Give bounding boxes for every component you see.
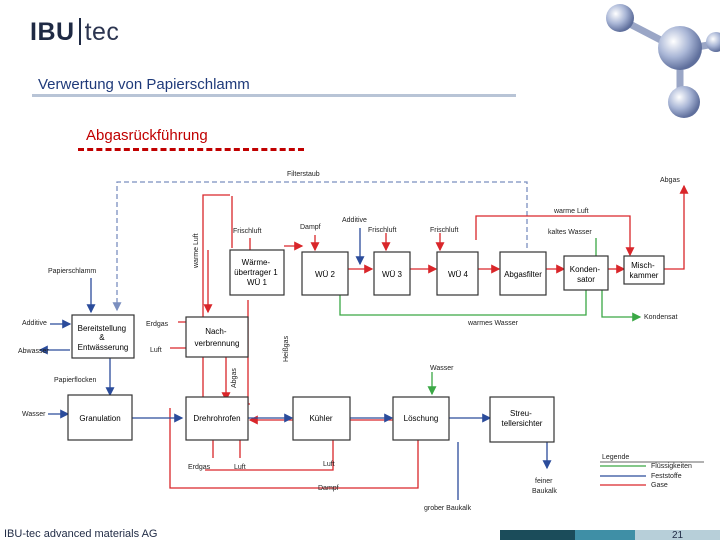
footer-bar-light <box>635 530 720 540</box>
box-drehrohrofen: Drehrohrofen <box>193 414 240 423</box>
box-nachverbrennung: Nach- verbrennung <box>195 327 240 348</box>
logo-text-tec: tec <box>84 18 120 46</box>
solid-lines <box>38 228 552 500</box>
footer-bar-mid <box>575 530 635 540</box>
box-wue3: WÜ 3 <box>382 270 403 279</box>
label-frischluft-3: Frischluft <box>430 227 458 234</box>
box-kondensator: Konden- sator <box>570 265 602 284</box>
label-erdgas-bottom: Erdgas <box>188 464 211 471</box>
slide-subtitle: Abgasrückführung <box>86 127 208 144</box>
molecule-decoration-icon <box>606 4 720 118</box>
box-waermeuebertrager: Wärme- übertrager 1 WÜ 1 <box>234 258 280 287</box>
label-kondensat: Kondensat <box>644 314 678 321</box>
legend-item-solid: Feststoffe <box>651 473 682 480</box>
footer-company: IBU-tec advanced materials AG <box>4 528 158 540</box>
box-bereitstellung: Bereitstellung & Entwässerung <box>78 324 129 352</box>
box-mischkammer: Misch- kammer <box>630 261 659 280</box>
legend-item-fluid: Flüssigkeiten <box>651 463 692 470</box>
label-frischluft-2: Frischluft <box>368 227 396 234</box>
label-erdgas-top: Erdgas <box>146 321 169 328</box>
company-logo: IBU tec <box>30 18 119 47</box>
box-wue4: WÜ 4 <box>448 270 469 279</box>
box-streutellersichter: Streu- tellersichter <box>502 409 543 428</box>
label-luft-mid: Luft <box>150 347 162 354</box>
fluid-lines <box>339 238 642 396</box>
label-abwasser: Abwasser <box>18 348 49 355</box>
label-kaltes-wasser: kaltes Wasser <box>548 229 592 236</box>
label-feiner-baukalk: feiner Baukalk <box>532 478 557 495</box>
page-number: 21 <box>671 530 684 541</box>
box-loeschung: Löschung <box>404 414 439 423</box>
label-warme-luft-vertical: warme Luft <box>193 233 200 269</box>
label-wasser-mid: Wasser <box>430 365 454 372</box>
label-papierschlamm: Papierschlamm <box>48 268 96 275</box>
label-abgas-top: Abgas <box>660 177 680 184</box>
box-kuehler: Kühler <box>309 414 332 423</box>
label-grober-baukalk: grober Baukalk <box>424 505 472 512</box>
process-boxes <box>67 249 665 443</box>
slide-title: Verwertung von Papierschlamm <box>38 76 250 93</box>
legend: Legende Flüssigkeiten Feststoffe Gase <box>600 454 704 489</box>
label-dampf-bottom: Dampf <box>318 485 339 492</box>
filterstaub-line <box>112 181 528 312</box>
label-abgas-mid: Abgas <box>231 368 238 388</box>
footer-bar-dark <box>500 530 575 540</box>
box-granulation: Granulation <box>79 414 120 423</box>
gas-lines <box>169 184 689 489</box>
label-dampf-top: Dampf <box>300 224 321 231</box>
logo-divider <box>78 18 81 45</box>
label-warme-luft: warme Luft <box>553 208 589 215</box>
label-luft-bottom-1: Luft <box>234 464 246 471</box>
subtitle-dashed-underline <box>78 148 304 151</box>
label-papierflocken: Papierflocken <box>54 377 97 384</box>
label-luft-bottom-2: Luft <box>323 461 335 468</box>
label-warmes-wasser: warmes Wasser <box>467 320 519 327</box>
legend-item-gas: Gase <box>651 482 668 489</box>
label-filterstaub: Filterstaub <box>287 171 320 178</box>
box-wue2: WÜ 2 <box>315 270 336 279</box>
label-frischluft-1: Frischluft <box>233 228 261 235</box>
logo-text-ibu: IBU <box>30 18 75 46</box>
title-underline <box>32 94 516 97</box>
label-heissgas: Heißgas <box>283 335 290 362</box>
label-additive-top: Additive <box>342 217 367 224</box>
label-wasser-left: Wasser <box>22 411 46 418</box>
label-additive-left: Additive <box>22 320 47 327</box>
box-abgasfilter: Abgasfilter <box>504 270 542 279</box>
legend-title: Legende <box>602 454 629 461</box>
